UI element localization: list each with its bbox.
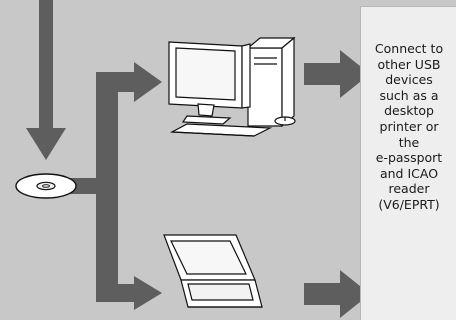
laptop-icon	[163, 234, 263, 308]
description-line: other USB	[377, 56, 441, 72]
tower-side	[281, 36, 295, 128]
description-line: reader	[388, 181, 430, 197]
desktop-output-shaft	[304, 63, 342, 85]
laptop-branch-head	[134, 276, 162, 310]
description-line: printer or	[379, 118, 439, 134]
laptop-output-head	[340, 270, 370, 318]
disc-hole	[42, 184, 50, 188]
disc-icon	[15, 173, 77, 199]
description-line: Connect to	[374, 41, 444, 56]
desktop-output-head	[340, 50, 370, 98]
monitor-stand-base	[181, 115, 232, 125]
tower-front	[247, 47, 283, 127]
laptop-branch-shaft	[96, 284, 136, 302]
monitor-screen	[175, 47, 236, 101]
description-line: such as a	[379, 87, 439, 103]
input-arrow-shaft	[39, 0, 53, 130]
branch-trunk	[96, 72, 118, 296]
usb-devices-description: Connect to other USB devices such as a d…	[361, 41, 456, 213]
description-line: desktop	[384, 103, 434, 119]
laptop-keyboard-area	[187, 283, 254, 301]
laptop-screen	[170, 240, 247, 275]
connector-arrows	[26, 0, 370, 318]
description-line: e-passport	[375, 150, 443, 166]
description-line: the	[398, 134, 420, 150]
desktop-branch-shaft	[96, 72, 136, 92]
usb-devices-box: Connect to other USB devices such as a d…	[360, 6, 456, 320]
monitor-stand-neck	[197, 103, 215, 117]
laptop-output-shaft	[304, 283, 342, 305]
desktop-branch-head	[134, 62, 162, 102]
keyboard-edge	[171, 131, 255, 137]
desktop-computer-icon	[168, 36, 296, 137]
input-arrow-head	[26, 128, 66, 160]
monitor-side	[241, 43, 251, 109]
description-line: devices	[385, 72, 433, 88]
disc-to-branch-connector	[66, 178, 104, 194]
description-line: (V6/EPRT)	[378, 196, 440, 212]
description-line: and ICAO	[379, 165, 439, 181]
